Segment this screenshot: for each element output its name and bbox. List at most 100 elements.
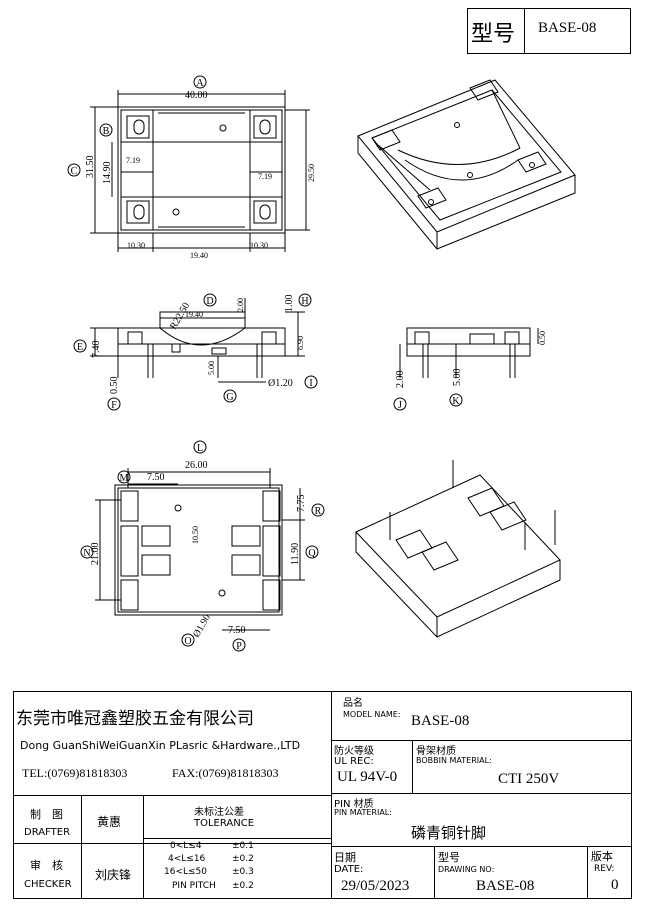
dim-bv-bottom-off: 7.50	[228, 625, 246, 636]
tolerance-label-cn: 未标注公差	[194, 807, 244, 818]
callout-m: M	[120, 473, 129, 484]
drafter-label-cn: 制 图	[30, 808, 63, 821]
tolerance-label-en: TOLERANCE	[194, 818, 255, 829]
tb-rule-v-tol	[143, 795, 144, 899]
drawing-views: A B C D E F G H I J K L M N O P Q R 40.0…	[67, 75, 576, 652]
company-name-cn: 东莞市唯冠鑫塑胶五金有限公司	[16, 709, 254, 729]
drawing-value: BASE-08	[476, 878, 535, 894]
callout-e: E	[77, 342, 83, 353]
model-header-label: 型号	[471, 22, 516, 47]
callout-f: F	[111, 400, 117, 411]
tol-row-1-value: ±0.1	[232, 841, 254, 851]
callout-l: L	[197, 443, 203, 454]
tol-row-1-range: 0<L≤4	[170, 841, 202, 851]
date-label-en: DATE:	[334, 864, 364, 875]
dim-bottom-left: 10.30	[127, 241, 145, 250]
tb-rule-h-people	[13, 843, 331, 844]
drawing-label-en: DRAWING NO:	[438, 865, 495, 874]
pin-label-en: PIN MATERIAL:	[334, 808, 392, 817]
dim-bv-width: 26.00	[185, 460, 208, 471]
dim-pin-offset: 0.50	[109, 377, 120, 395]
dim-outer-right: 29.50	[307, 164, 316, 182]
tb-rule-h-model	[331, 740, 632, 741]
drafter-name: 黄惠	[97, 815, 122, 829]
checker-name: 刘庆锋	[95, 868, 132, 882]
dim-side-top: 0.50	[538, 331, 547, 345]
dim-top-right: 1.00	[284, 295, 295, 313]
dim-bottom-mid: 19.40	[190, 251, 208, 260]
dim-bv-hole: Ø1.90	[191, 613, 213, 640]
model-header-value: BASE-08	[538, 20, 597, 36]
product-label-en: MODEL NAME:	[343, 710, 401, 719]
callout-q: Q	[308, 548, 316, 559]
tb-rule-v-ul	[412, 740, 413, 793]
callout-r: R	[315, 506, 322, 517]
product-label-cn: 品名	[343, 698, 363, 709]
callout-p: P	[236, 641, 242, 652]
company-tel: TEL:(0769)81818303	[22, 766, 128, 780]
dim-bv-inner: 10.50	[191, 526, 200, 544]
dim-side-pin: 5.00	[452, 369, 463, 387]
dim-right-inset: 7.19	[258, 172, 272, 181]
dim-left-inset: 7.19	[126, 156, 140, 165]
callout-b: B	[103, 126, 110, 137]
rev-value: 0	[611, 877, 619, 893]
tol-row-4-range: PIN PITCH	[172, 881, 216, 891]
dim-overall-height: 31.50	[85, 156, 96, 179]
company-name-en: Dong GuanShiWeiGuanXin PLasric &Hardware…	[20, 739, 301, 752]
callout-j: J	[398, 400, 402, 411]
dim-bottom-right: 10.30	[250, 241, 268, 250]
tol-row-2-range: 4<L≤16	[168, 854, 206, 864]
dim-bv-height: 21.00	[90, 543, 101, 566]
tb-rule-v-rev	[587, 846, 588, 899]
dim-side-left: 2.00	[395, 371, 406, 389]
ul-value: UL 94V-0	[337, 769, 398, 785]
bottom-view	[80, 440, 325, 652]
bobbin-label-cn: 骨架材质	[416, 746, 456, 757]
dim-bv-left-off: 7.50	[147, 472, 165, 483]
dim-pin-len: 5.00	[207, 361, 216, 375]
dim-height: 7.40	[91, 341, 102, 359]
date-label-cn: 日期	[334, 851, 356, 864]
dim-right-height: 6.90	[296, 336, 305, 350]
top-iso-view	[357, 79, 576, 250]
ul-label-cn: 防火等级	[334, 746, 374, 757]
tb-rule-h-ul	[331, 793, 632, 794]
drawing-label-cn: 型号	[438, 851, 460, 864]
drafter-label-en: DRAFTER	[24, 827, 71, 838]
callout-n: N	[83, 548, 90, 559]
tb-rule-v-date	[434, 846, 435, 899]
pin-label-cn: PIN 材质	[334, 799, 374, 810]
front-view	[73, 293, 318, 411]
callout-a: A	[196, 78, 204, 89]
side-view	[393, 327, 539, 411]
tb-rule-h-tolhead	[143, 838, 331, 839]
dim-bv-right-top: 7.75	[296, 495, 307, 513]
callout-i: I	[309, 378, 312, 389]
rev-label-en: REV:	[594, 864, 615, 874]
tb-rule-v-role	[81, 795, 82, 899]
dim-arc-span: 19.40	[185, 310, 203, 319]
bobbin-label-en: BOBBIN MATERIAL:	[416, 756, 492, 765]
tol-row-3-range: 16<L≤50	[164, 867, 208, 877]
tol-row-4-value: ±0.2	[232, 881, 254, 891]
tb-rule-v-main	[331, 691, 332, 899]
tb-rule-h-pin	[331, 846, 632, 847]
pin-value: 磷青铜针脚	[411, 824, 487, 842]
dim-overall-width: 40.00	[185, 90, 208, 101]
product-value: BASE-08	[411, 713, 470, 729]
callout-k: K	[452, 396, 460, 407]
checker-label-cn: 审 核	[30, 859, 63, 872]
model-header-box	[467, 8, 631, 54]
model-header-divider	[524, 8, 525, 54]
callout-o: O	[184, 636, 191, 647]
ul-label-en: UL REC:	[334, 756, 374, 767]
tb-rule-h-company	[13, 795, 331, 796]
bottom-iso-view	[355, 460, 561, 638]
checker-label-en: CHECKER	[24, 879, 72, 890]
callout-h: H	[301, 296, 308, 307]
rev-label-cn: 版本	[591, 850, 613, 863]
dim-pin-dia: Ø1.20	[268, 378, 293, 389]
dim-top-gap: 2.00	[236, 298, 245, 312]
callout-c: C	[71, 166, 78, 177]
